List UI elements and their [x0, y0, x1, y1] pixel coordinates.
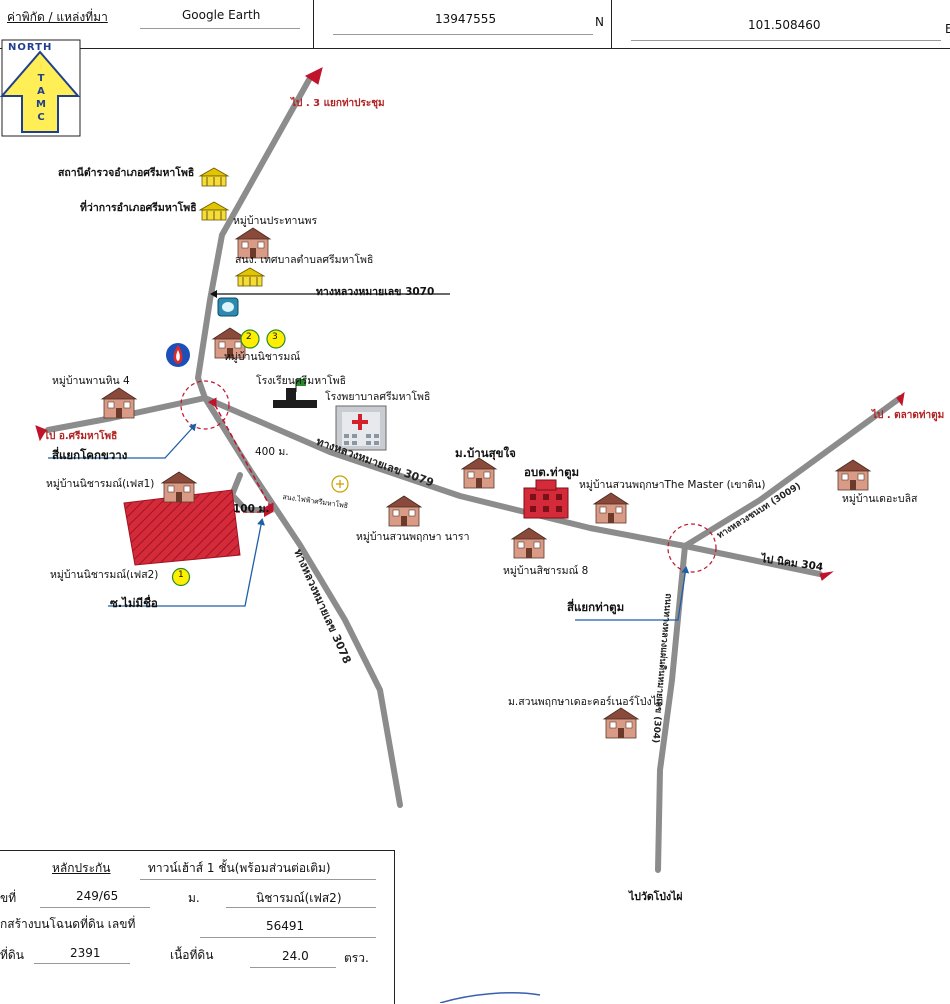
label-nicharam-phase2: หมู่บ้านนิชารมณ์(เฟส2): [50, 569, 159, 581]
label-intersection-left: สี่แยกโคกขวาง: [52, 448, 128, 462]
badge-1-circle: [171, 567, 191, 587]
hospital-icon: [335, 405, 387, 451]
arrow-northeast: [896, 391, 905, 407]
east-cell: 101.508460 E: [611, 0, 950, 48]
house-no-value: 249/65: [76, 889, 119, 903]
subject-plot: [123, 489, 241, 566]
district-office-icon: [199, 201, 229, 221]
house-icon: [593, 492, 629, 524]
municipal-office-icon: [235, 267, 265, 287]
label-nicharam-phase1: หมู่บ้านนิชารมณ์(เฟส1): [46, 478, 155, 490]
police-station-icon: [199, 167, 229, 187]
callout-right-intersection: [575, 566, 690, 621]
direction-label-north: ไป . 3 แยกท่าประชุม: [291, 98, 385, 109]
label-police: สถานีตำรวจอำเภอศรีมหาโพธิ: [58, 167, 195, 179]
signature-mark: [439, 992, 541, 1003]
collateral-value: ทาวน์เฮ้าส์ 1 ชั้น(พร้อมส่วนต่อเติม): [148, 861, 331, 875]
north-cell: 13947555 N: [313, 0, 612, 48]
coordinate-header: ค่าพิกัด / แหล่งที่มา Google Earth 13947…: [0, 0, 950, 49]
compass-letters: T A M C: [36, 73, 46, 123]
land-no-label: ที่ดิน: [0, 948, 24, 962]
distance-400-arrow: [207, 397, 274, 513]
badge-3-circle: [266, 329, 286, 349]
deed-value: 56491: [266, 919, 305, 933]
label-tatoom-office: อบต.ท่าตูม: [524, 465, 580, 479]
house-icon: [386, 495, 422, 527]
intersection-right-circle: [667, 523, 717, 573]
water-utility-icon: [217, 297, 239, 317]
badge-1: 1: [178, 570, 184, 580]
north-compass: [0, 39, 81, 137]
road-3009: [682, 395, 903, 549]
north-value: 13947555: [435, 12, 497, 26]
source-label: ค่าพิกัด / แหล่งที่มา: [7, 10, 108, 24]
label-prathanporn: หมู่บ้านประทานพร: [233, 215, 318, 227]
badge-2-circle: [240, 329, 260, 349]
gas-station-icon: [166, 343, 190, 367]
deed-label: กสร้างบนโฉนดที่ดิน เลขที่: [0, 917, 136, 931]
road-north: [195, 75, 313, 401]
label-the-bliss: หมู่บ้านเดอะบลิส: [842, 493, 918, 505]
area-unit: ตรว.: [344, 951, 369, 965]
source-cell: ค่าพิกัด / แหล่งที่มา Google Earth: [0, 0, 314, 48]
label-suk-jai: ม.บ้านสุขใจ: [455, 446, 516, 460]
east-unit: E: [945, 22, 950, 36]
direction-arrows: [35, 67, 905, 581]
label-soi: ซ.ไม่มีชื่อ: [110, 596, 158, 610]
house-icon: [161, 471, 197, 503]
label-intersection-right: สี่แยกท่าตูม: [567, 600, 625, 614]
area-value: 24.0: [282, 949, 309, 963]
source-value: Google Earth: [182, 8, 261, 22]
direction-label-south: ไปวัดโป่งไผ่: [629, 891, 683, 903]
house-no-label: ขที่: [0, 891, 17, 905]
arrow-north: [305, 67, 323, 85]
label-district-office: ที่ว่าการอำเภอศรีมหาโพธิ: [80, 202, 197, 214]
direction-label-northeast: ไป . ตลาดท่าตูม: [872, 410, 945, 421]
label-panhin: หมู่บ้านพานหิน 4: [52, 375, 130, 387]
north-unit: N: [595, 15, 604, 29]
label-nicharam: หมู่บ้านนิชารมณ์: [224, 351, 301, 363]
house-icon: [511, 527, 547, 559]
badge-2: 2: [246, 332, 252, 342]
house-icon: [835, 459, 871, 491]
east-value: 101.508460: [748, 18, 821, 32]
house-icon: [101, 387, 137, 419]
callout-left-intersection: [48, 423, 197, 459]
label-corner: ม.สวนพฤกษาเดอะคอร์เนอร์โป่งไผ่: [508, 696, 664, 708]
tao-office-icon: [523, 479, 569, 519]
label-nara: หมู่บ้านสวนพฤกษา นารา: [356, 531, 470, 543]
direction-label-west: ไป อ.ศรีมหาโพธิ: [44, 431, 118, 442]
callout-soi: [108, 518, 265, 607]
collateral-label: หลักประกัน: [52, 861, 111, 875]
road-label-3070: ทางหลวงหมายเลข 3070: [316, 286, 435, 298]
distance-400-label: 400 ม.: [255, 446, 289, 458]
label-school: โรงเรียนศรีมหาโพธิ: [256, 375, 346, 387]
badge-3: 3: [272, 332, 278, 342]
collateral-info-table: หลักประกัน ทาวน์เฮ้าส์ 1 ชั้น(พร้อมส่วนต…: [0, 850, 395, 1004]
label-master: หมู่บ้านสวนพฤกษาThe Master (เขาดิน): [579, 479, 766, 491]
moo-label: ม.: [188, 891, 200, 905]
distance-100-label: 100 ม.: [233, 503, 270, 515]
land-no-value: 2391: [70, 946, 101, 960]
house-icon: [603, 707, 639, 739]
house-icon: [461, 457, 497, 489]
arrow-east: [819, 571, 834, 581]
moo-value: นิชารมณ์(เฟส2): [256, 891, 342, 905]
arrow-west: [35, 425, 47, 442]
north-label: NORTH: [8, 42, 53, 53]
electricity-office-icon: [331, 475, 349, 493]
school-icon: [273, 379, 317, 408]
label-sitharom8: หมู่บ้านสิชารมณ์ 8: [503, 565, 589, 577]
area-label: เนื้อที่ดิน: [170, 948, 214, 962]
label-municipal: สนง. เทศบาลตำบลศรีมหาโพธิ: [235, 254, 374, 266]
label-hospital: โรงพยาบาลศรีมหาโพธิ: [325, 391, 431, 403]
